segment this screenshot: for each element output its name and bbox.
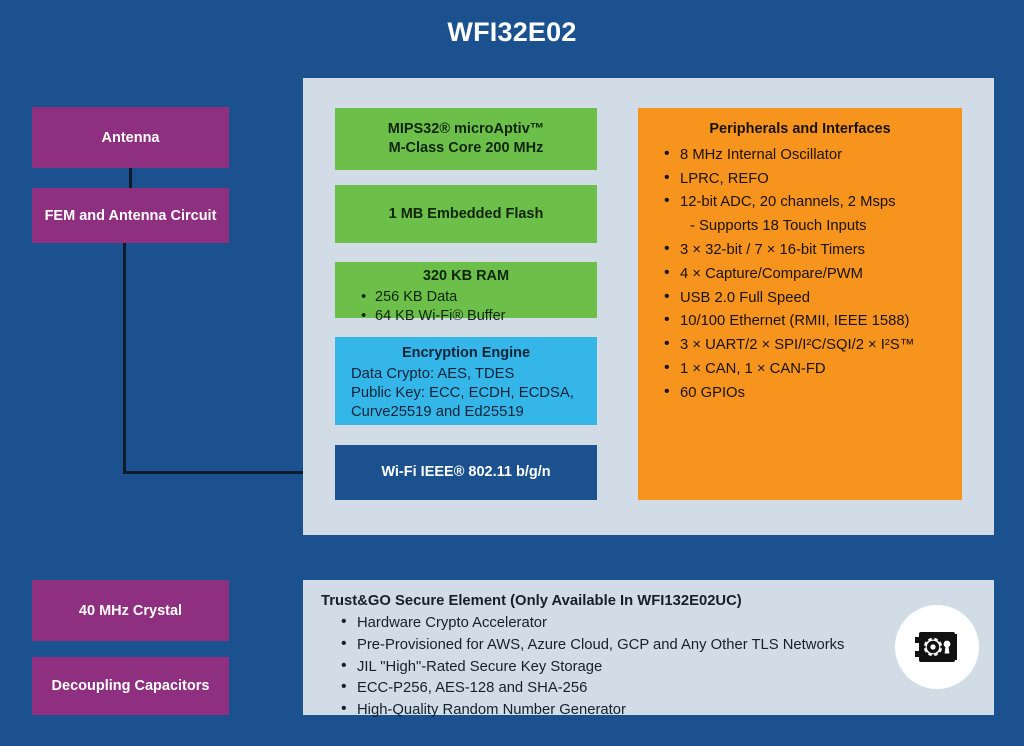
block-ram-list: 256 KB Data 64 KB Wi-Fi® Buffer <box>335 287 597 327</box>
connector-fem-to-wifi <box>123 471 339 474</box>
list-item: Pre-Provisioned for AWS, Azure Cloud, GC… <box>341 636 844 653</box>
list-item: USB 2.0 Full Speed <box>664 289 962 306</box>
block-fem-label: FEM and Antenna Circuit <box>44 207 217 224</box>
block-fem-antenna-circuit: FEM and Antenna Circuit <box>32 188 229 243</box>
safe-vault-icon <box>895 605 979 689</box>
block-decoupling-capacitors: Decoupling Capacitors <box>32 657 229 715</box>
connector-antenna-to-fem <box>129 168 132 188</box>
page-title: WFI32E02 <box>447 17 577 47</box>
block-flash-label: 1 MB Embedded Flash <box>388 205 544 222</box>
list-item: 60 GPIOs <box>664 384 962 401</box>
block-wifi-radio: Wi-Fi IEEE® 802.11 b/g/n <box>335 445 597 500</box>
trust-and-go-list: Hardware Crypto AcceleratorPre-Provision… <box>329 614 844 725</box>
list-item: LPRC, REFO <box>664 170 962 187</box>
peripherals-list: 8 MHz Internal OscillatorLPRC, REFO 12-bi… <box>638 146 962 401</box>
list-item: 3 × UART/2 × SPI/I²C/SQI/2 × I²S™ <box>664 336 962 353</box>
block-wifi-label: Wi-Fi IEEE® 802.11 b/g/n <box>381 464 551 481</box>
list-item: Hardware Crypto Accelerator <box>341 614 844 631</box>
encryption-line-public-key: Public Key: ECC, ECDH, ECDSA, <box>351 384 574 401</box>
list-item: 4 × Capture/Compare/PWM <box>664 265 962 282</box>
list-item: 1 × CAN, 1 × CAN-FD <box>664 360 962 377</box>
list-item: - Supports 18 Touch Inputs <box>690 218 867 235</box>
list-item: 12-bit ADC, 20 channels, 2 Msps <box>664 193 962 210</box>
block-crystal-label: 40 MHz Crystal <box>78 602 183 619</box>
block-ram: 320 KB RAM 256 KB Data 64 KB Wi-Fi® Buff… <box>335 262 597 326</box>
encryption-line-curves: Curve25519 and Ed25519 <box>351 403 524 420</box>
block-antenna-label: Antenna <box>101 129 160 146</box>
block-peripherals-interfaces: Peripherals and Interfaces 8 MHz Interna… <box>638 108 962 500</box>
list-item: 8 MHz Internal Oscillator <box>664 146 962 163</box>
trust-and-go-panel: Trust&GO Secure Element (Only Available … <box>303 580 994 717</box>
block-embedded-flash: 1 MB Embedded Flash <box>335 185 597 243</box>
block-antenna: Antenna <box>32 107 229 168</box>
block-decoupling-label: Decoupling Capacitors <box>51 678 210 694</box>
list-item: JIL "High"-Rated Secure Key Storage <box>341 658 844 675</box>
block-core-line2: M-Class Core 200 MHz <box>388 140 544 156</box>
block-encryption-engine: Encryption Engine Data Crypto: AES, TDES… <box>335 337 597 425</box>
list-item: 256 KB Data <box>361 287 597 308</box>
main-soc-panel: MIPS32® microAptiv™ M-Class Core 200 MHz… <box>303 78 994 535</box>
list-item: 3 × 32-bit / 7 × 16-bit Timers <box>664 241 962 258</box>
list-item: 64 KB Wi-Fi® Buffer <box>361 306 597 327</box>
connector-fem-vertical <box>123 243 126 473</box>
block-encryption-body: Data Crypto: AES, TDES Public Key: ECC, … <box>335 363 597 422</box>
list-item: 10/100 Ethernet (RMII, IEEE 1588) <box>664 312 962 329</box>
peripherals-title: Peripherals and Interfaces <box>709 121 891 137</box>
block-40mhz-crystal: 40 MHz Crystal <box>32 580 229 641</box>
trust-and-go-title: Trust&GO Secure Element (Only Available … <box>321 593 742 609</box>
block-encryption-title: Encryption Engine <box>401 345 531 361</box>
block-ram-title: 320 KB RAM <box>422 268 510 284</box>
encryption-line-data-crypto: Data Crypto: AES, TDES <box>351 365 515 382</box>
block-mips32-core: MIPS32® microAptiv™ M-Class Core 200 MHz <box>335 108 597 170</box>
block-core-line1: MIPS32® microAptiv™ <box>387 121 545 138</box>
list-item: ECC-P256, AES-128 and SHA-256 <box>341 679 844 696</box>
block-core-text: MIPS32® microAptiv™ M-Class Core 200 MHz <box>388 120 545 158</box>
list-item: High-Quality Random Number Generator <box>341 701 844 718</box>
